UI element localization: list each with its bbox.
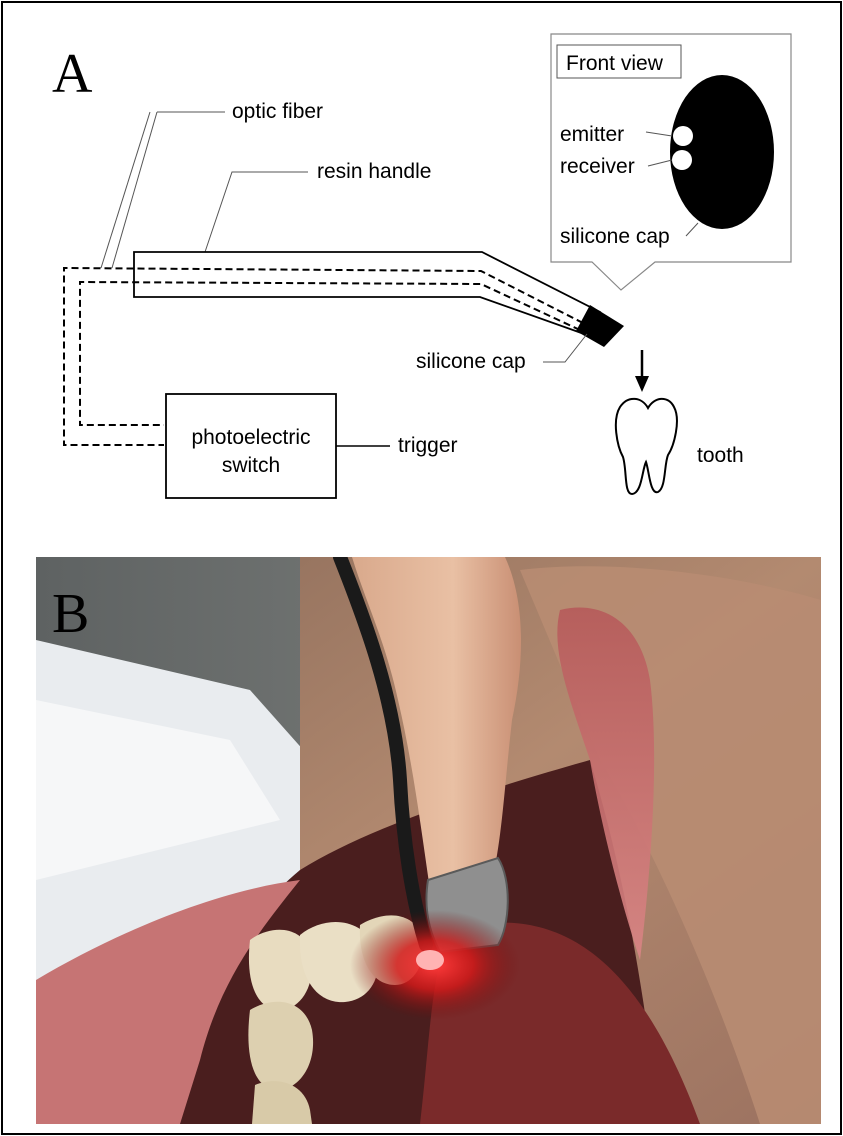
- panel-b-letter: B: [52, 583, 89, 645]
- resin-handle-label: resin handle: [317, 160, 431, 183]
- front-view-title: Front view: [566, 52, 664, 75]
- receiver-label: receiver: [560, 155, 635, 178]
- emitter-dot: [673, 126, 693, 146]
- front-view-callout: Front view emitter receiver silicone cap: [551, 34, 791, 290]
- silicone-cap-label: silicone cap: [416, 350, 526, 373]
- optic-fiber-label: optic fiber: [232, 100, 323, 123]
- receiver-dot: [672, 150, 692, 170]
- trigger-label: trigger: [398, 434, 458, 457]
- panel-a-letter: A: [52, 43, 93, 105]
- emitter-label: emitter: [560, 123, 624, 146]
- photoelectric-switch-line1: photoelectric: [191, 426, 310, 449]
- front-silicone-cap-label: silicone cap: [560, 225, 670, 248]
- panel-b-photo: B: [36, 557, 821, 1124]
- tooth-label: tooth: [697, 444, 744, 467]
- photoelectric-switch-line2: switch: [222, 454, 280, 477]
